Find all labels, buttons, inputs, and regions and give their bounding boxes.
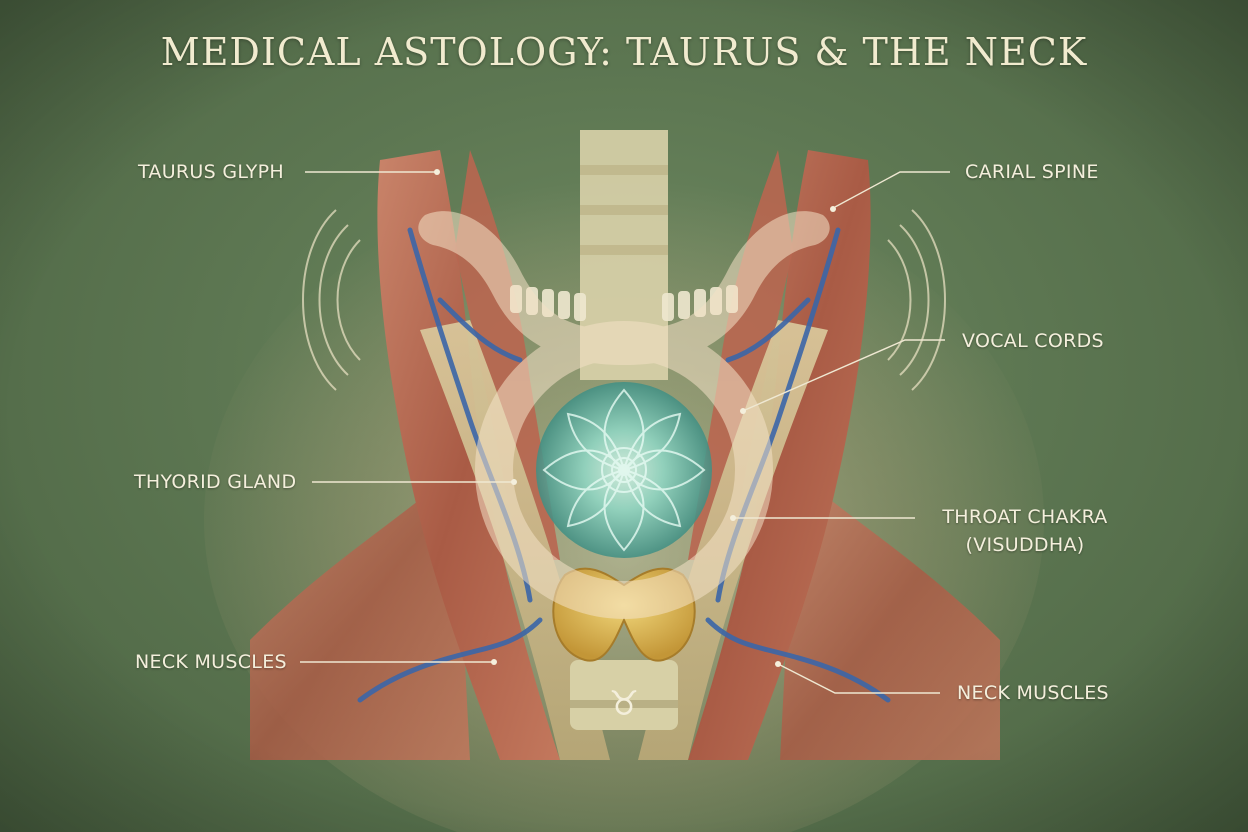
label-taurus-glyph: TAURUS GLYPH [138, 161, 284, 183]
label-thyorid-gland: THYORID GLAND [134, 471, 297, 493]
label-throat-chakra-line2: (VISUDDHA) [965, 534, 1085, 556]
label-vocal-cords: VOCAL CORDS [962, 330, 1104, 352]
page-title: MEDICAL ASTOLOGY: TAURUS & THE NECK [160, 30, 1088, 74]
label-neck-muscles-left: NECK MUSCLES [135, 651, 287, 673]
label-throat-chakra: THROAT CHAKRA (VISUDDHA) [925, 506, 1125, 556]
label-carial-spine: CARIAL SPINE [965, 161, 1099, 183]
label-throat-chakra-line1: THROAT CHAKRA [942, 506, 1108, 528]
label-neck-muscles-right: NECK MUSCLES [957, 682, 1109, 704]
